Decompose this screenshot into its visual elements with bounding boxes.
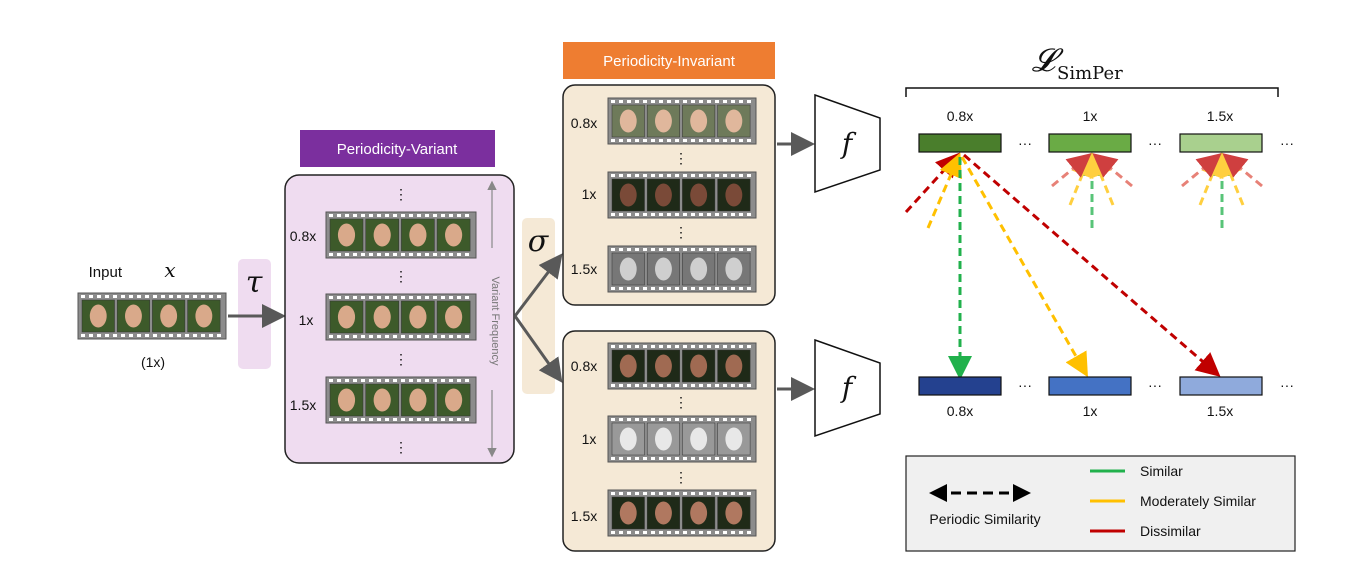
input-film-strip — [77, 292, 227, 340]
loss-bottom-label-1: 1x — [1083, 403, 1098, 419]
tau-bar — [238, 259, 271, 369]
variant-strip-2 — [325, 376, 477, 424]
variant-speed-0: 0.8x — [290, 228, 316, 244]
variant-speed-2: 1.5x — [290, 397, 316, 413]
loss-top-ellipsis-2: ··· — [1280, 135, 1294, 151]
invariant-dots-0: ⋮ — [674, 150, 688, 166]
sigma-arrow-up — [513, 253, 563, 317]
encoder-bottom — [814, 338, 881, 438]
invariant-top-speed-1: 1x — [582, 186, 597, 202]
input-symbol: x — [164, 258, 175, 282]
loss-top-ellipsis-0: ··· — [1018, 135, 1032, 151]
legend-label-dissimilar: Dissimilar — [1140, 523, 1201, 539]
input-strip-frames — [77, 292, 227, 340]
invariant-bottom-strip-0 — [607, 342, 757, 390]
invariant-bottom-speed-1: 1x — [582, 431, 597, 447]
invariant-title-bar — [563, 42, 775, 79]
loss-top-label-1: 1x — [1083, 108, 1098, 124]
invariant-bottom-strip-2 — [607, 489, 757, 537]
invariant-bottom-speed-2: 1.5x — [571, 508, 597, 524]
top-embedding-2 — [1179, 133, 1263, 153]
invariant-dots-1: ⋮ — [674, 224, 688, 240]
invariant-bottom-strip-1 — [607, 415, 757, 463]
variant-title: Periodicity-Variant — [337, 141, 458, 158]
main-similarity-arrows — [904, 152, 1221, 380]
loss-top-label-2: 1.5x — [1207, 108, 1233, 124]
tau-symbol: τ — [246, 265, 263, 300]
encoder-top — [814, 93, 881, 194]
bottom-embedding-2 — [1179, 376, 1263, 396]
variant-title-bar — [300, 130, 495, 167]
embeddings — [918, 133, 1263, 396]
loss-bottom-ellipsis-1: ··· — [1148, 377, 1162, 393]
bottom-embedding-1 — [1048, 376, 1132, 396]
loss-bottom-label-2: 1.5x — [1207, 403, 1233, 419]
variant-axis-label: Variant Frequency — [489, 276, 501, 366]
invariant-strips — [607, 97, 757, 537]
sigma-arrow-down — [513, 315, 563, 383]
legend-arrow-caption: Periodic Similarity — [929, 511, 1040, 527]
top-embedding-0 — [918, 133, 1002, 153]
input-rate: (1x) — [141, 354, 165, 370]
invariant-title: Periodicity-Invariant — [603, 53, 736, 70]
invariant-top-strip-0 — [607, 97, 757, 145]
loss-bottom-label-0: 0.8x — [947, 403, 973, 419]
legend-label-moderate: Moderately Similar — [1140, 493, 1256, 509]
invariant-dots-2: ⋮ — [674, 394, 688, 410]
top-embedding-1 — [1048, 133, 1132, 153]
invariant-top-strip-2 — [607, 245, 757, 293]
faint-similarity-arrows — [1051, 152, 1263, 228]
variant-dots-2: ⋮ — [394, 351, 408, 367]
loss-subscript: SimPer — [1057, 63, 1123, 84]
bottom-embedding-0 — [918, 376, 1002, 396]
invariant-bottom-speed-0: 0.8x — [571, 358, 597, 374]
variant-strip-0 — [325, 211, 477, 259]
loss-bottom-ellipsis-2: ··· — [1280, 377, 1294, 393]
loss-top-label-0: 0.8x — [947, 108, 973, 124]
variant-dots-1: ⋮ — [394, 268, 408, 284]
variant-strip-1 — [325, 293, 477, 341]
input-label: Input — [89, 264, 123, 281]
loss-top-ellipsis-1: ··· — [1148, 135, 1162, 151]
sigma-symbol: σ — [528, 224, 550, 259]
loss-bracket — [905, 87, 1279, 97]
invariant-dots-3: ⋮ — [674, 469, 688, 485]
legend-label-similar: Similar — [1140, 463, 1183, 479]
invariant-top-speed-2: 1.5x — [571, 261, 597, 277]
loss-bottom-ellipsis-0: ··· — [1018, 377, 1032, 393]
variant-speed-1: 1x — [299, 312, 314, 328]
invariant-top-speed-0: 0.8x — [571, 115, 597, 131]
variant-dots-3: ⋮ — [394, 439, 408, 455]
invariant-top-strip-1 — [607, 171, 757, 219]
variant-strips — [325, 211, 477, 424]
variant-dots-0: ⋮ — [394, 186, 408, 202]
